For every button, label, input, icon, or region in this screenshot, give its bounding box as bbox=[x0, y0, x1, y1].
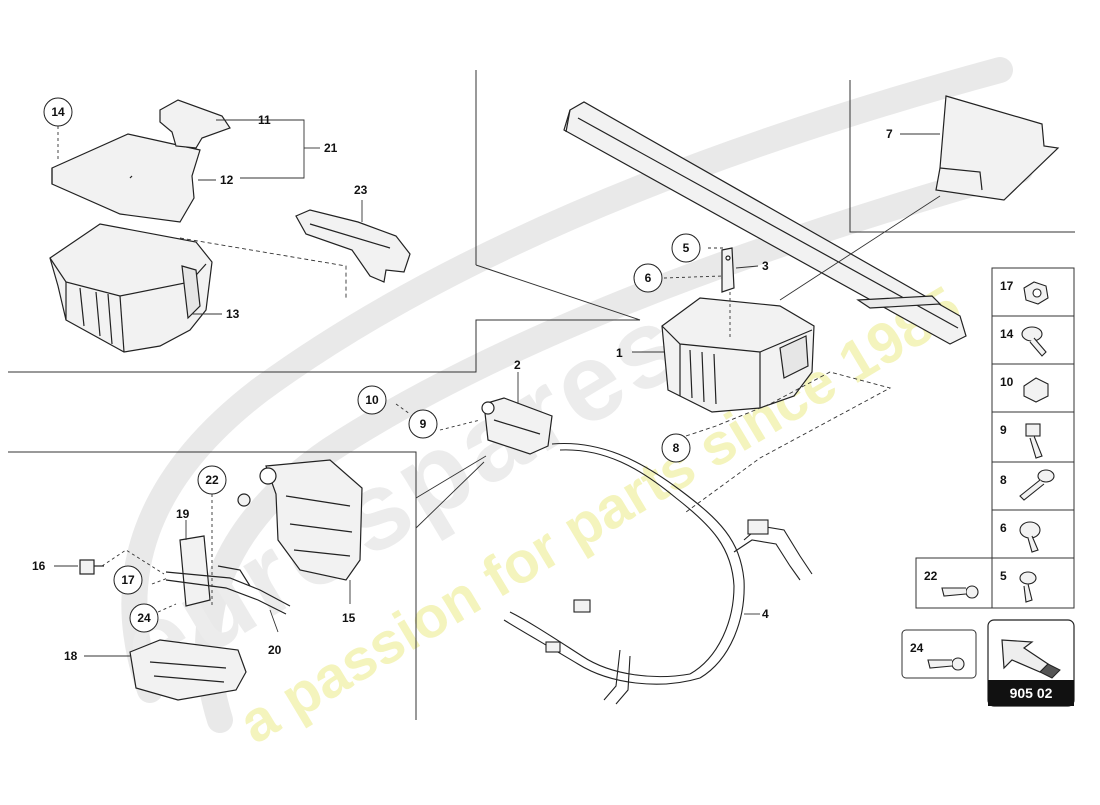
callout-6: 6 bbox=[645, 271, 652, 285]
callout-18: 18 bbox=[64, 649, 78, 663]
part-2-module bbox=[481, 397, 553, 455]
washer-bolt-icon bbox=[1019, 521, 1041, 553]
callout-1: 1 bbox=[616, 346, 623, 360]
fastener-label-14: 14 bbox=[1000, 327, 1014, 341]
callout-24: 24 bbox=[137, 611, 151, 625]
divider-diagonal bbox=[475, 264, 641, 321]
page-code: 905 02 bbox=[1010, 685, 1053, 701]
callout-7: 7 bbox=[886, 127, 893, 141]
section-lines bbox=[8, 70, 1075, 720]
callouts-circled bbox=[43, 97, 701, 633]
part-16-bolt bbox=[79, 559, 104, 575]
part-18-cover bbox=[129, 639, 247, 701]
fastener-cell-22-frame bbox=[915, 557, 993, 609]
nut-icon bbox=[1023, 281, 1049, 305]
fastener-label-17: 17 bbox=[1000, 279, 1014, 293]
callout-9: 9 bbox=[420, 417, 427, 431]
divider-bottom-left bbox=[8, 451, 417, 720]
ring-terminal-icon bbox=[941, 585, 979, 599]
part-4-harness bbox=[503, 442, 813, 705]
callout-15: 15 bbox=[342, 611, 356, 625]
callout-23: 23 bbox=[354, 183, 368, 197]
cap-nut-icon bbox=[1023, 377, 1049, 403]
fastener-label-10: 10 bbox=[1000, 375, 1014, 389]
ring-terminal-icon bbox=[927, 657, 965, 671]
callout-14: 14 bbox=[51, 105, 65, 119]
callout-10: 10 bbox=[365, 393, 379, 407]
divider-top-right bbox=[849, 80, 1075, 233]
part-19-plate bbox=[179, 535, 211, 607]
leaders-top-left bbox=[57, 119, 363, 315]
callout-21: 21 bbox=[324, 141, 338, 155]
part-13-box bbox=[49, 223, 213, 353]
part-11-bracket bbox=[159, 99, 231, 149]
callout-4: 4 bbox=[762, 607, 769, 621]
leaders-center bbox=[395, 133, 941, 615]
part-14-lid bbox=[51, 133, 201, 223]
callout-22: 22 bbox=[205, 473, 219, 487]
fastener-label-9: 9 bbox=[1000, 423, 1007, 437]
callout-2: 2 bbox=[514, 358, 521, 372]
fastener-panel: 17 14 10 9 8 6 5 22 24 bbox=[901, 267, 1075, 707]
divider-top-left bbox=[8, 319, 640, 373]
callout-8: 8 bbox=[673, 441, 680, 455]
callouts-plain: 1 2 3 4 7 11 12 13 15 16 18 19 20 21 23 bbox=[32, 113, 893, 663]
leaders-bottom-left bbox=[54, 494, 351, 657]
callout-16: 16 bbox=[32, 559, 46, 573]
fastener-label-5: 5 bbox=[1000, 569, 1007, 583]
fastener-label-22: 22 bbox=[924, 569, 938, 583]
page-code-band bbox=[988, 680, 1074, 706]
long-bolt-icon bbox=[1019, 469, 1055, 501]
bolt-icon bbox=[1019, 571, 1037, 603]
part-1-box bbox=[661, 297, 815, 413]
part-7-panel bbox=[935, 95, 1060, 201]
callout-5: 5 bbox=[683, 241, 690, 255]
callout-3: 3 bbox=[762, 259, 769, 273]
part-20-lead bbox=[165, 565, 291, 615]
callout-13: 13 bbox=[226, 307, 240, 321]
part-22-nut bbox=[237, 493, 251, 507]
part-15-carrier bbox=[259, 459, 363, 581]
fastener-label-24: 24 bbox=[910, 641, 924, 655]
flange-bolt-icon bbox=[1021, 326, 1047, 357]
callout-17: 17 bbox=[121, 573, 135, 587]
part-3-strap bbox=[721, 247, 735, 293]
callout-11: 11 bbox=[258, 113, 271, 127]
part-23-holder bbox=[295, 209, 411, 283]
callout-20: 20 bbox=[268, 643, 282, 657]
page-code-box: 905 02 bbox=[987, 619, 1075, 707]
callout-12: 12 bbox=[220, 173, 234, 187]
callouts-circled-text: 5 6 8 9 10 14 17 22 24 bbox=[51, 105, 689, 625]
bolt-icon bbox=[1025, 423, 1043, 459]
fastener-label-6: 6 bbox=[1000, 521, 1007, 535]
callout-19: 19 bbox=[176, 507, 190, 521]
rail-part bbox=[563, 101, 967, 345]
fastener-label-8: 8 bbox=[1000, 473, 1007, 487]
